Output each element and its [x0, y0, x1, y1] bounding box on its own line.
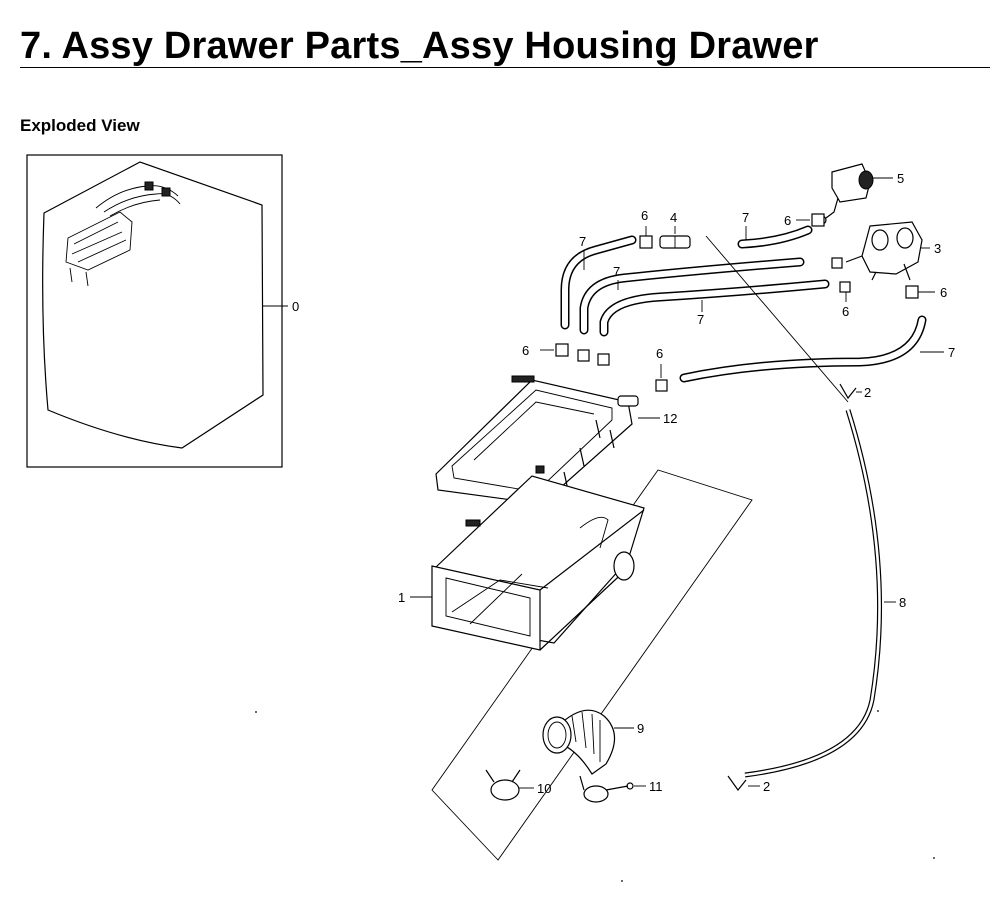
title-rule	[20, 67, 990, 68]
drain-tube-callout: 8	[884, 595, 906, 610]
hose-clip-small: 11	[579, 775, 663, 803]
callout-2-b: 2	[763, 779, 770, 794]
callout-2-a: 2	[864, 385, 871, 400]
callout-7-a: 7	[579, 234, 586, 249]
callout-5: 5	[897, 171, 904, 186]
callout-11: 11	[649, 779, 663, 794]
callout-6-a: 6	[641, 208, 648, 223]
callout-6-c: 6	[842, 304, 849, 319]
callout-7-d: 7	[697, 312, 704, 327]
tube-clip-top: 2	[839, 383, 871, 400]
tube-clip-bottom: 2	[727, 775, 770, 794]
callout-7-e: 7	[948, 345, 955, 360]
callout-7-b: 7	[742, 210, 749, 225]
callout-1: 1	[398, 590, 405, 605]
bellows-duct: 9	[542, 709, 644, 775]
water-valve-double: 3	[845, 221, 941, 281]
callout-6-d: 6	[940, 285, 947, 300]
drawer-housing-lid: 12	[435, 375, 677, 505]
callout-3: 3	[934, 241, 941, 256]
hose-clamps: 6 6 6 6 6 6	[522, 208, 947, 392]
callout-4: 4	[670, 210, 677, 225]
callout-12: 12	[663, 411, 677, 426]
callout-10: 10	[537, 781, 551, 796]
hose-callouts: 7 7 7 7 7	[579, 210, 955, 360]
callout-8: 8	[899, 595, 906, 610]
scan-specks	[255, 710, 935, 882]
callout-6-e: 6	[522, 343, 529, 358]
hose-clip-large: 10	[485, 769, 551, 801]
callout-7-c: 7	[613, 264, 620, 279]
page-title: 7. Assy Drawer Parts_Assy Housing Drawer	[20, 25, 819, 67]
long-drain-tube	[705, 235, 883, 778]
callout-6-f: 6	[656, 346, 663, 361]
upper-hoses	[560, 225, 927, 383]
drawer-housing-body: 1	[398, 469, 753, 861]
water-valve-top: 5	[817, 163, 904, 225]
callout-0: 0	[292, 299, 299, 314]
hose-connector: 4	[659, 210, 691, 249]
callout-6-b: 6	[784, 213, 791, 228]
section-subtitle: Exploded View	[20, 116, 140, 135]
overview-assembly-box: 0	[26, 154, 299, 468]
callout-9: 9	[637, 721, 644, 736]
